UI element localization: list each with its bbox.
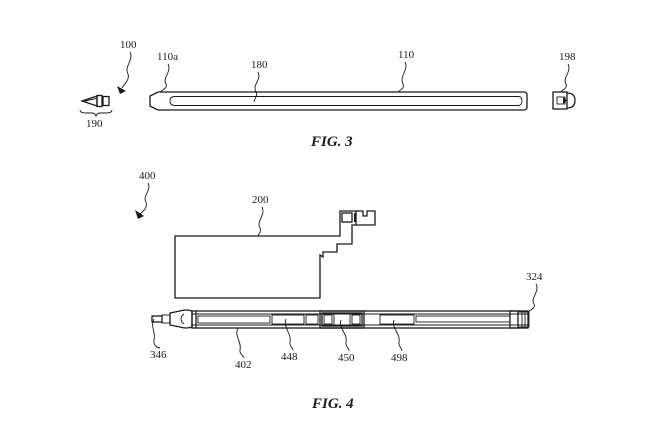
label-498: 498 <box>391 352 408 364</box>
leader-100 <box>121 51 132 89</box>
leader-324 <box>527 283 538 313</box>
label-110: 110 <box>398 49 415 61</box>
label-100: 100 <box>120 39 137 51</box>
leader-498 <box>392 319 403 352</box>
arrow-head-100-icon <box>117 86 126 94</box>
label-448: 448 <box>281 351 298 363</box>
leader-346 <box>152 318 161 349</box>
arrow-head-400-icon <box>135 210 144 219</box>
stylus-assembly <box>151 309 530 329</box>
leader-450 <box>339 319 350 352</box>
label-180: 180 <box>251 59 268 71</box>
leader-198 <box>560 63 570 93</box>
fig4: 400 200 <box>135 170 543 412</box>
label-200: 200 <box>252 194 269 206</box>
pencil-cap <box>552 91 576 110</box>
label-324: 324 <box>526 271 543 283</box>
label-110a: 110a <box>157 51 178 63</box>
label-402: 402 <box>235 359 252 371</box>
flex-circuit <box>174 210 376 299</box>
leader-180 <box>253 71 260 103</box>
fig3: 100 190 110a 180 110 <box>79 39 576 150</box>
fig3-caption: FIG. 3 <box>310 134 353 150</box>
label-450: 450 <box>338 352 355 364</box>
leader-110 <box>397 61 407 93</box>
label-346: 346 <box>150 349 167 361</box>
leader-448 <box>284 318 294 351</box>
label-198: 198 <box>559 51 576 63</box>
leader-400 <box>139 182 150 215</box>
pencil-body <box>149 91 528 111</box>
leader-200 <box>257 206 264 237</box>
leader-402 <box>236 327 245 359</box>
label-400: 400 <box>139 170 156 182</box>
brace-190 <box>79 109 113 118</box>
pencil-tip <box>79 94 110 108</box>
fig4-caption: FIG. 4 <box>311 396 354 412</box>
leader-110a <box>159 63 170 93</box>
label-190: 190 <box>86 118 103 130</box>
